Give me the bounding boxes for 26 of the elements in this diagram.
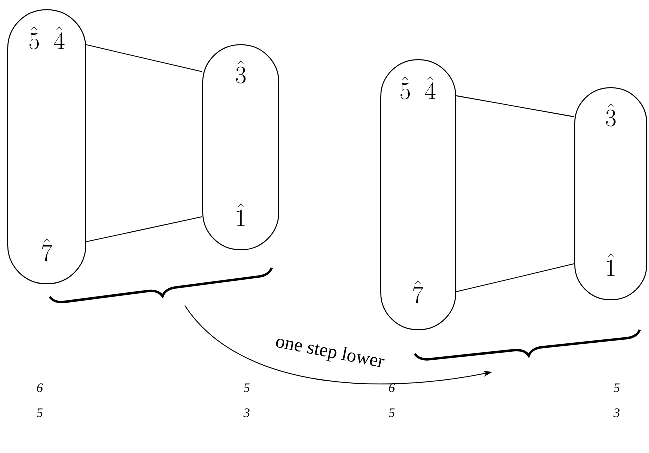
scale-degree-box [380,60,456,330]
connector-line [456,96,575,118]
figure-number: 5 [614,384,620,392]
scale-degree: $\hat{1}$ [237,204,245,226]
scale-degree: $\hat{5}\;\;\hat{4}$ [400,76,436,100]
scale-degree: $\hat{3}$ [236,60,246,84]
scale-degree: $\hat{5}\;\;\hat{4}$ [30,26,65,50]
figure-number: 5 [388,408,395,418]
figure-number: 5 [36,408,43,418]
scale-degree-box [8,10,86,284]
scale-degree: $\hat{7}$ [42,238,52,262]
connector-line [456,264,575,292]
connector-line [86,216,203,242]
scale-degree: $\hat{1}$ [607,254,615,276]
brace-drawing [49,267,274,304]
figure-number: 3 [244,408,250,418]
scale-degree-box [202,44,280,250]
scale-degree: $\hat{3}$ [606,104,616,127]
connector-line [86,44,203,72]
figure-number: 5 [244,384,250,392]
scale-degree-box [574,88,648,300]
edge-label: one step lower [276,338,385,368]
brace-drawing [414,329,642,361]
figure-number: 6 [37,384,44,392]
figure-number: 3 [614,408,620,418]
scale-degree: $\hat{7}$ [413,280,424,304]
